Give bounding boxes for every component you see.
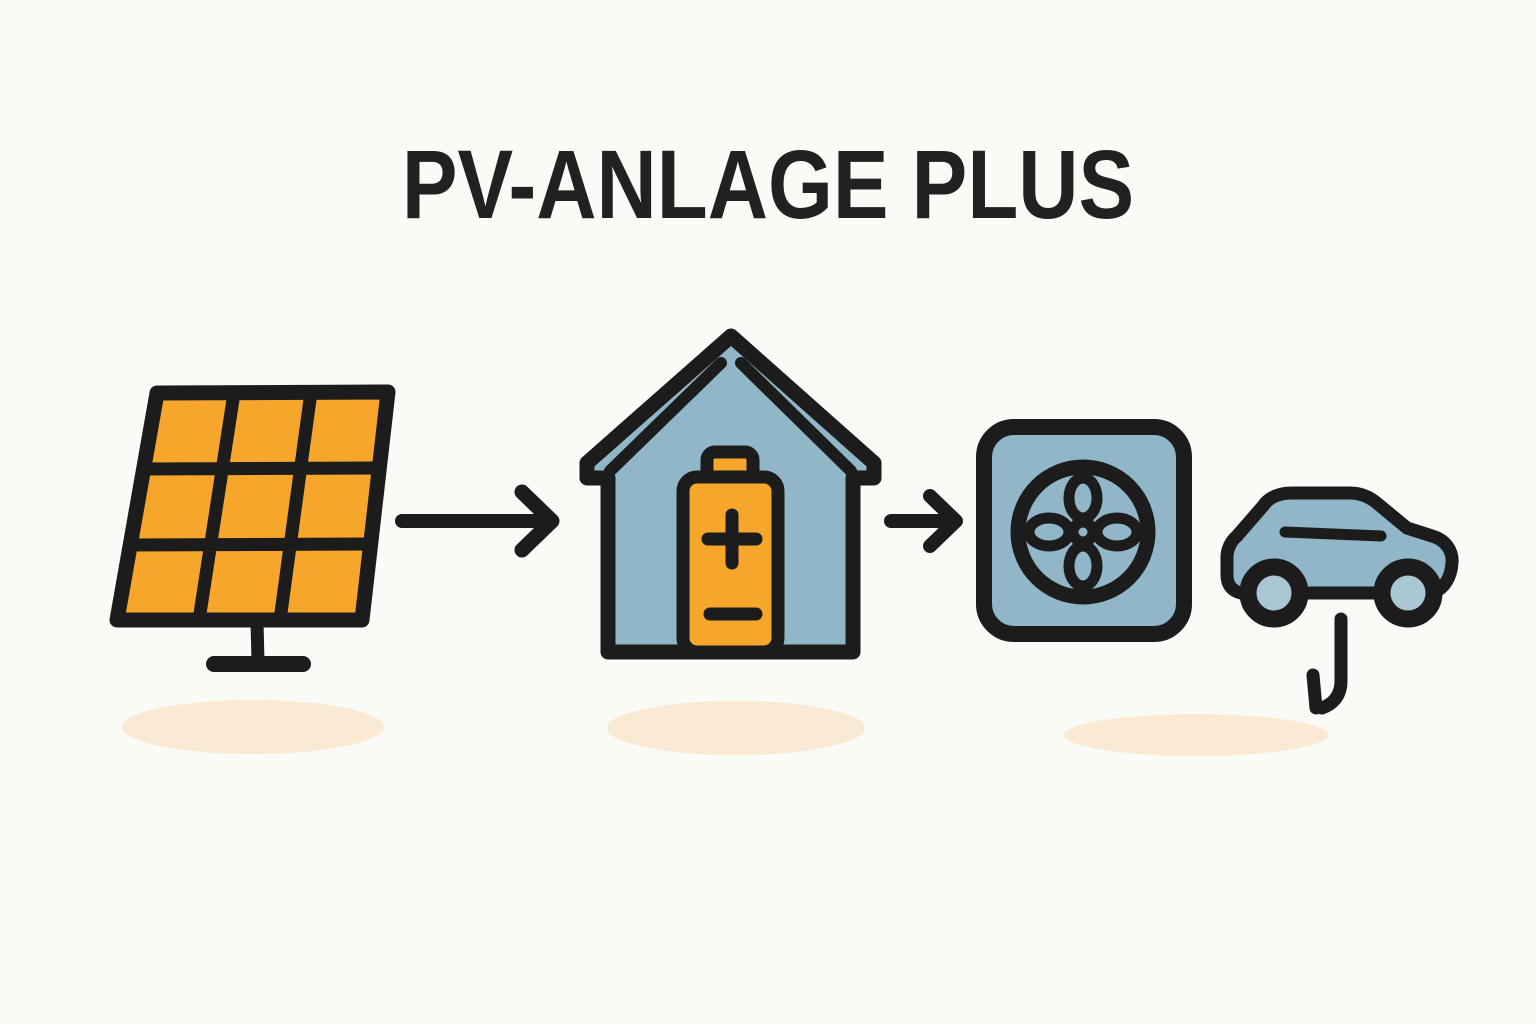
shadow-under-house [607, 701, 865, 755]
hook-barb [1306, 668, 1323, 715]
fan-blade [1091, 512, 1143, 552]
shadow-under-solar-panel [122, 700, 384, 754]
fan-blade [1063, 472, 1103, 524]
fan-blades-icon [1023, 472, 1143, 592]
arrow-head [514, 484, 560, 558]
fan-ring [1010, 459, 1156, 605]
house-battery-icon [579, 328, 882, 660]
arrow-down-hook-icon [1306, 612, 1348, 715]
car-window-line [1279, 526, 1387, 542]
arrow-right-icon [884, 489, 963, 553]
fan-blade [1023, 512, 1075, 552]
car-front-wheel [1239, 558, 1309, 628]
page-title: PV-ANLAGE PLUS [401, 130, 1135, 239]
shadow-under-heat-pump [1064, 714, 1328, 756]
electric-car-icon [1220, 486, 1459, 628]
car-rear-wheel [1373, 558, 1443, 628]
solar-panel-icon [109, 384, 396, 672]
arrow-right-icon [395, 484, 560, 558]
solar-panel-grid-lines [123, 385, 386, 627]
heat-pump-fan-icon [976, 419, 1192, 642]
roof-inner-edges [604, 357, 857, 477]
solar-panel-pole [250, 615, 265, 668]
hook-curve [1315, 612, 1348, 715]
solar-panel-frame [109, 384, 396, 628]
battery-plus-symbol [701, 508, 763, 570]
battery-icon [676, 445, 785, 659]
fan-hub [1067, 516, 1099, 548]
ground-shadows [122, 700, 1328, 756]
arrow-head [923, 489, 963, 553]
fan-blade [1063, 540, 1103, 592]
